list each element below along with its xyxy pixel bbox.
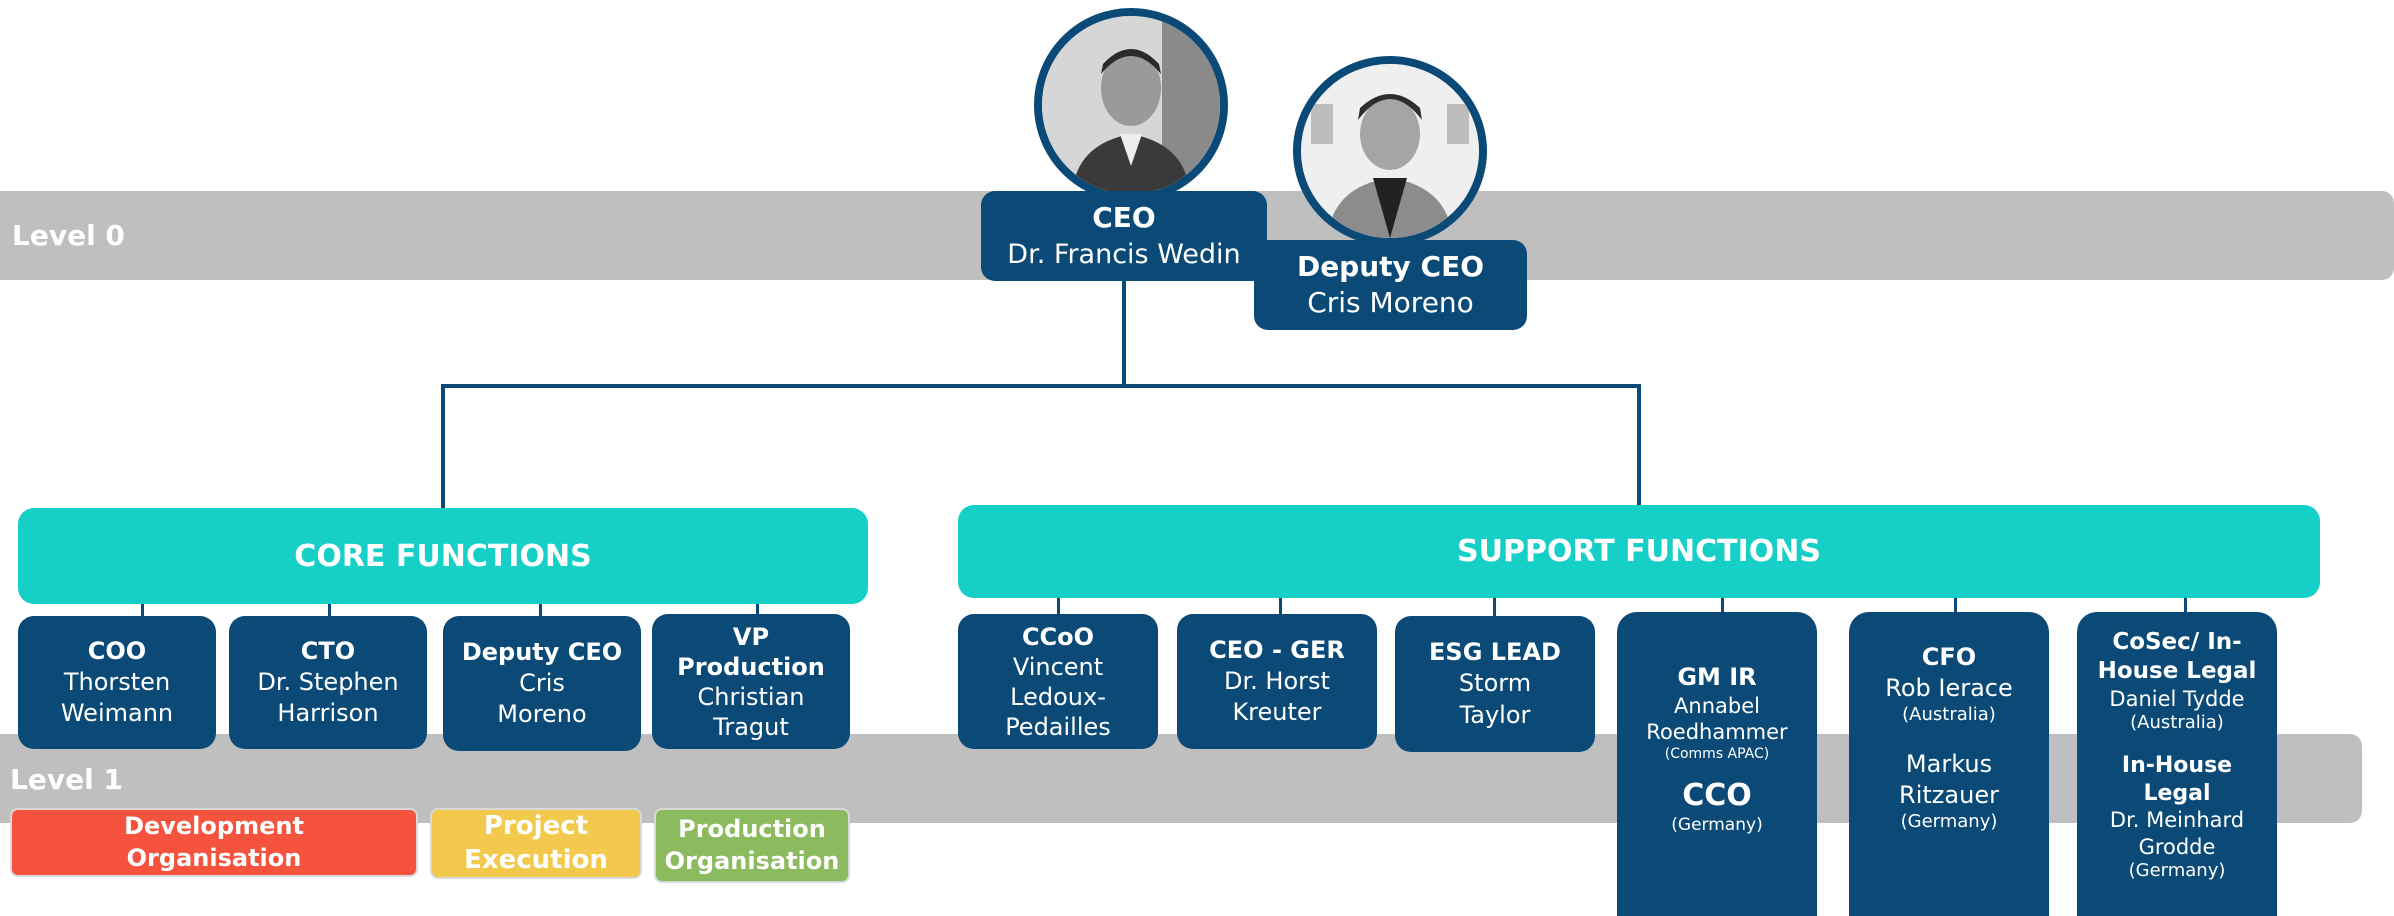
vp-production-title-line: Production bbox=[677, 652, 825, 681]
cco-title: CCO bbox=[1682, 778, 1752, 814]
cfo-second-note: (Germany) bbox=[1900, 811, 1998, 833]
tag-label-line: Production bbox=[678, 815, 826, 844]
cto-name-line: Dr. Stephen bbox=[257, 667, 399, 696]
ceo-title: CEO bbox=[1092, 201, 1156, 235]
connector-horizontal bbox=[441, 384, 1641, 388]
cto-box: CTO Dr. Stephen Harrison bbox=[229, 616, 427, 749]
stub bbox=[1954, 596, 1957, 612]
esg-lead-box: ESG LEAD Storm Taylor bbox=[1395, 616, 1595, 752]
esg-lead-title: ESG LEAD bbox=[1429, 638, 1561, 667]
cosec-name: Daniel Tydde bbox=[2109, 686, 2245, 711]
connector-support bbox=[1637, 384, 1641, 506]
cosec-box: CoSec/ In- House Legal Daniel Tydde (Aus… bbox=[2077, 612, 2277, 916]
stub bbox=[539, 602, 542, 616]
tag-label-line: Development bbox=[124, 812, 304, 841]
ceo-ger-title: CEO - GER bbox=[1209, 635, 1345, 664]
tag-label-line: Execution bbox=[464, 844, 608, 875]
stub bbox=[1721, 596, 1724, 612]
deputy-ceo-core-name-line: Cris bbox=[519, 668, 565, 697]
coo-title: COO bbox=[87, 636, 147, 665]
core-functions-bar: CORE FUNCTIONS bbox=[18, 508, 868, 604]
connector-core bbox=[441, 384, 445, 510]
stub bbox=[2184, 596, 2187, 612]
cto-title: CTO bbox=[300, 636, 356, 665]
tag-label-line: Project bbox=[483, 810, 589, 841]
inhouse-legal-note: (Germany) bbox=[2128, 859, 2226, 881]
coo-name-line: Thorsten bbox=[63, 667, 171, 696]
deputy-ceo-box: Deputy CEO Cris Moreno bbox=[1254, 240, 1527, 330]
level-1-label: Level 1 bbox=[10, 763, 123, 796]
vp-production-name-line: Tragut bbox=[713, 712, 789, 741]
vp-production-title-line: VP bbox=[732, 622, 770, 651]
cfo-title: CFO bbox=[1921, 643, 1977, 671]
vp-production-box: VP Production Christian Tragut bbox=[652, 614, 850, 749]
stub bbox=[328, 602, 331, 616]
ceo-ger-box: CEO - GER Dr. Horst Kreuter bbox=[1177, 614, 1377, 749]
connector-ceo-down bbox=[1122, 280, 1126, 388]
ccoo-box: CCoO Vincent Ledoux- Pedailles bbox=[958, 614, 1158, 749]
inhouse-legal-title-line: In-House bbox=[2121, 753, 2233, 779]
deputy-ceo-photo bbox=[1293, 56, 1487, 246]
stub bbox=[1057, 596, 1060, 616]
cto-name-line: Harrison bbox=[277, 699, 379, 728]
gm-ir-box: GM IR Annabel Roedhammer (Comms APAC) CC… bbox=[1617, 612, 1817, 916]
support-functions-bar: SUPPORT FUNCTIONS bbox=[958, 505, 2320, 598]
inhouse-legal-name-line: Dr. Meinhard bbox=[2109, 808, 2245, 833]
coo-box: COO Thorsten Weimann bbox=[18, 616, 216, 749]
inhouse-legal-name-line: Grodde bbox=[2138, 834, 2216, 859]
tag-development-organisation: Development Organisation bbox=[10, 808, 418, 877]
ceo-name: Dr. Francis Wedin bbox=[1007, 238, 1241, 270]
gm-ir-name-line: Annabel bbox=[1674, 694, 1760, 719]
cosec-title-line: CoSec/ In- bbox=[2112, 629, 2242, 655]
coo-name-line: Weimann bbox=[60, 699, 174, 728]
deputy-ceo-core-name-line: Moreno bbox=[497, 700, 587, 729]
cfo-box: CFO Rob Ierace (Australia) Markus Ritzau… bbox=[1849, 612, 2049, 916]
esg-lead-name-line: Storm bbox=[1458, 669, 1532, 698]
tag-production-organisation: Production Organisation bbox=[654, 808, 850, 883]
ceo-ger-name-line: Dr. Horst bbox=[1224, 666, 1330, 695]
stub bbox=[141, 602, 144, 616]
gm-ir-note: (Comms APAC) bbox=[1664, 745, 1770, 762]
ccoo-name-line: Pedailles bbox=[1005, 712, 1111, 741]
stub bbox=[1493, 596, 1496, 616]
tag-label-line: Organisation bbox=[664, 846, 840, 875]
cfo-second-name-line: Markus bbox=[1905, 749, 1993, 778]
deputy-ceo-core-title: Deputy CEO bbox=[461, 637, 623, 666]
vp-production-name-line: Christian bbox=[697, 682, 805, 711]
deputy-ceo-core-box: Deputy CEO Cris Moreno bbox=[443, 616, 641, 751]
ccoo-name-line: Ledoux- bbox=[1010, 682, 1106, 711]
gm-ir-title: GM IR bbox=[1677, 663, 1757, 691]
gm-ir-name-line: Roedhammer bbox=[1646, 720, 1788, 745]
level-0-label: Level 0 bbox=[12, 219, 125, 252]
tag-project-execution: Project Execution bbox=[430, 808, 642, 879]
tag-label-line: Organisation bbox=[126, 843, 302, 872]
cco-note: (Germany) bbox=[1671, 815, 1763, 836]
deputy-ceo-name: Cris Moreno bbox=[1307, 286, 1474, 319]
deputy-ceo-title: Deputy CEO bbox=[1296, 249, 1485, 283]
cfo-name: Rob Ierace bbox=[1885, 674, 2013, 703]
stub bbox=[756, 602, 759, 616]
cfo-second-name-line: Ritzauer bbox=[1899, 781, 1999, 810]
ceo-ger-name-line: Kreuter bbox=[1232, 698, 1322, 727]
ccoo-title: CCoO bbox=[1021, 622, 1095, 651]
inhouse-legal-title-line: Legal bbox=[2143, 780, 2211, 806]
cosec-note: (Australia) bbox=[2130, 711, 2224, 733]
ceo-photo bbox=[1034, 8, 1228, 202]
ccoo-name-line: Vincent bbox=[1012, 652, 1104, 681]
ceo-box: CEO Dr. Francis Wedin bbox=[981, 191, 1267, 281]
stub bbox=[1279, 596, 1282, 616]
esg-lead-name-line: Taylor bbox=[1459, 700, 1531, 729]
cosec-title-line: House Legal bbox=[2097, 657, 2257, 684]
cfo-note: (Australia) bbox=[1902, 704, 1996, 726]
